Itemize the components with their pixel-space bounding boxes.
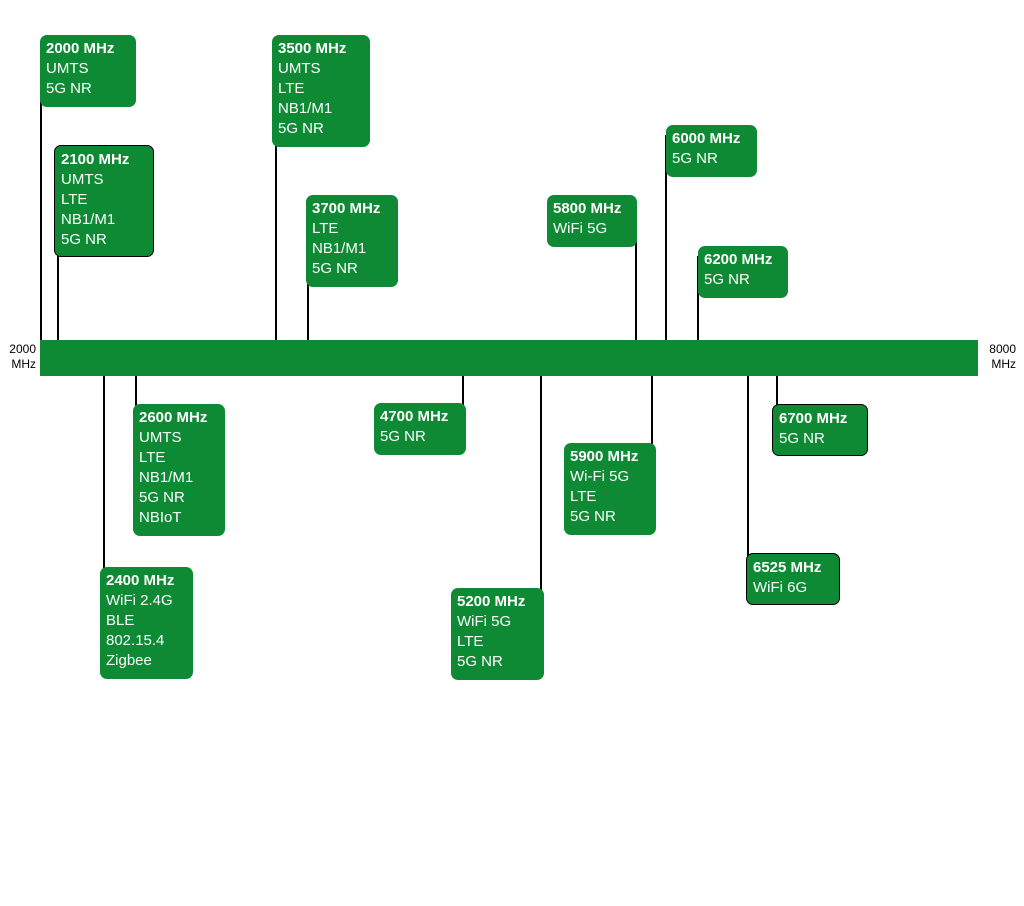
band-technology: 5G NR — [779, 430, 825, 447]
band-technology: WiFi 5G — [457, 613, 512, 630]
band-technology: WiFi 5G — [553, 220, 608, 237]
band-technology: NB1/M1 — [278, 100, 333, 117]
band-connector-line — [635, 205, 637, 340]
band-technology: UMTS — [61, 171, 104, 188]
band-frequency: 6525 MHz — [753, 559, 822, 576]
band-frequency: 2400 MHz — [106, 572, 175, 589]
band-technology: 5G NR — [672, 150, 718, 167]
band-frequency: 6700 MHz — [779, 410, 848, 427]
band-connector-line — [776, 376, 778, 414]
band-technology: WiFi 2.4G — [106, 592, 173, 609]
band-technology: NB1/M1 — [139, 469, 194, 486]
band-frequency: 5200 MHz — [457, 593, 526, 610]
band-technology: UMTS — [278, 60, 321, 77]
band-connector-line — [747, 376, 749, 563]
band-frequency: 6200 MHz — [704, 251, 773, 268]
band-card-6000: 6000 MHz 5G NR — [666, 125, 757, 177]
band-connector-line — [103, 376, 105, 577]
band-frequency: 3700 MHz — [312, 200, 381, 217]
band-technology: NB1/M1 — [312, 240, 367, 257]
band-technology: NBIoT — [139, 509, 182, 526]
band-technology: 5G NR — [704, 271, 750, 288]
band-technology: 802.15.4 — [106, 632, 165, 649]
band-frequency: 2100 MHz — [61, 151, 130, 168]
band-technology: WiFi 6G — [753, 579, 808, 596]
band-connector-line — [135, 376, 137, 414]
axis-start-unit: MHz — [11, 357, 36, 371]
band-technology: 5G NR — [139, 489, 185, 506]
band-frequency: 2000 MHz — [46, 40, 115, 57]
band-card-6700: 6700 MHz 5G NR — [772, 404, 868, 456]
band-frequency: 6000 MHz — [672, 130, 741, 147]
band-technology: UMTS — [139, 429, 182, 446]
axis-start-value: 2000 — [9, 342, 36, 356]
band-technology: 5G NR — [278, 120, 324, 137]
band-connector-line — [40, 45, 42, 340]
band-connector-line — [462, 376, 464, 413]
band-technology: NB1/M1 — [61, 211, 116, 228]
band-technology: 5G NR — [312, 260, 358, 277]
band-technology: LTE — [61, 191, 88, 208]
band-frequency: 5800 MHz — [553, 200, 622, 217]
band-frequency: 2600 MHz — [139, 409, 208, 426]
band-technology: Wi-Fi 5G — [570, 468, 630, 485]
axis-end-unit: MHz — [991, 357, 1016, 371]
axis-start-label: 2000 MHz — [4, 342, 36, 372]
band-technology: LTE — [570, 488, 597, 505]
band-technology: LTE — [278, 80, 305, 97]
band-card-6200: 6200 MHz 5G NR — [698, 246, 788, 298]
band-frequency: 5900 MHz — [570, 448, 639, 465]
band-technology: 5G NR — [570, 508, 616, 525]
band-frequency: 4700 MHz — [380, 408, 449, 425]
band-technology: Zigbee — [106, 652, 152, 669]
axis-end-label: 8000 MHz — [984, 342, 1016, 372]
band-connector-line — [697, 256, 699, 340]
band-technology: 5G NR — [457, 653, 503, 670]
band-connector-line — [540, 376, 542, 598]
band-connector-line — [275, 45, 277, 340]
band-technology: LTE — [139, 449, 166, 466]
band-frequency: 3500 MHz — [278, 40, 347, 57]
band-connector-line — [651, 376, 653, 453]
band-technology: UMTS — [46, 60, 89, 77]
band-technology: 5G NR — [380, 428, 426, 445]
band-technology: 5G NR — [61, 231, 107, 248]
band-technology: LTE — [312, 220, 339, 237]
band-technology: LTE — [457, 633, 484, 650]
band-technology: 5G NR — [46, 80, 92, 97]
band-connector-line — [665, 135, 667, 340]
band-technology: BLE — [106, 612, 135, 629]
spectrum-band-bar — [40, 340, 978, 376]
axis-end-value: 8000 — [989, 342, 1016, 356]
band-card-4700: 4700 MHz 5G NR — [374, 403, 466, 455]
